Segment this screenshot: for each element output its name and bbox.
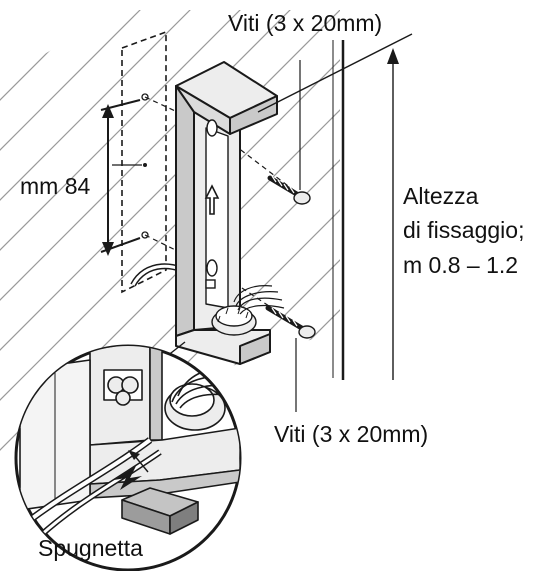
- bracket-screw-holes: [205, 119, 218, 289]
- wall-bracket: [175, 61, 278, 365]
- label-distance: mm 84: [20, 173, 91, 199]
- label-height-line1: Altezza: [403, 183, 479, 209]
- label-screws-bottom: Viti (3 x 20mm): [274, 421, 428, 447]
- height-arrow-head: [387, 48, 399, 64]
- cable-gland: [211, 305, 257, 336]
- sponge: [121, 487, 199, 535]
- distance-arrow-bottom: [102, 242, 114, 256]
- up-arrow-icon: [204, 184, 220, 215]
- insert-arrow-icon: [114, 466, 142, 490]
- height-reference-line: [257, 33, 413, 113]
- insert-arrow-tip: [128, 450, 140, 460]
- screw-bottom: [265, 305, 316, 339]
- template-center-dot: [143, 163, 147, 167]
- drilling-template-outline: [121, 30, 167, 294]
- label-height-line3: m 0.8 – 1.2: [403, 252, 518, 278]
- label-screws-top: Viti (3 x 20mm): [228, 10, 382, 36]
- distance-arrow-top: [102, 104, 114, 118]
- label-height-line2: di fissaggio;: [403, 217, 524, 243]
- insert-arrow-line: [133, 454, 149, 473]
- cable-wires: [233, 285, 285, 315]
- label-sponge: Spugnetta: [38, 535, 143, 561]
- screw-top: [267, 175, 311, 205]
